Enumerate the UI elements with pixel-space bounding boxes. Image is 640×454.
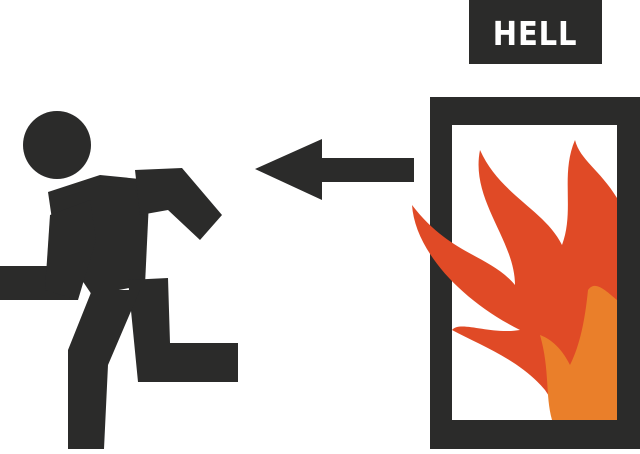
running-person-icon [0, 111, 238, 449]
sign-label: HELL [493, 14, 578, 53]
sign-background [469, 0, 602, 64]
fire-icon [412, 140, 617, 420]
arrow-left-icon [255, 139, 414, 200]
hell-sign: HELL [469, 0, 602, 64]
